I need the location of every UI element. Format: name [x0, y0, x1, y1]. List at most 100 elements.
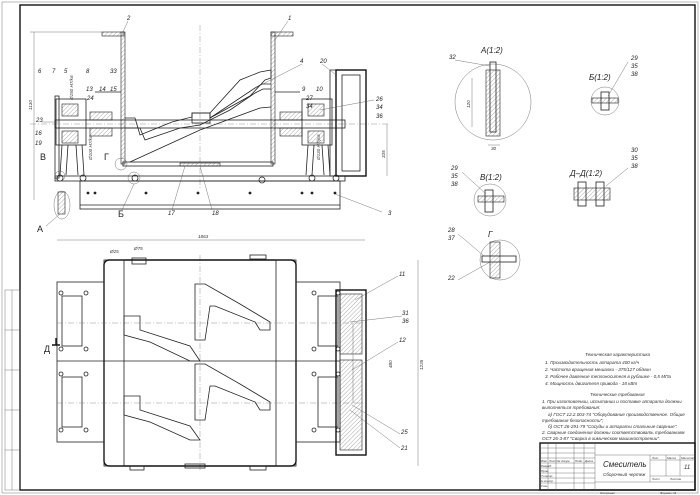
pos-36: 36	[376, 114, 383, 120]
detail-a-dim-2: 30	[491, 146, 497, 151]
detail-a-pos: 32	[449, 55, 456, 61]
drawing-title: Смеситель	[603, 460, 647, 469]
detail-dd-pos-2: 35	[631, 156, 638, 162]
spec-item: 1. Производительность аппарата 400 кг/ч	[545, 360, 640, 365]
tb-sheets: Листов	[669, 477, 681, 481]
requirement-line: 1. При изготовлении, испытании и поставк…	[542, 399, 682, 404]
drawing-frame	[19, 4, 696, 491]
spec-item: 3. Рабочее давление теплоносителя в руба…	[545, 374, 671, 379]
pos-20: 20	[319, 59, 327, 65]
detail-v-pos-2: 35	[451, 174, 458, 180]
dim-d25: Ø25	[109, 249, 119, 254]
dim-width: 1863	[198, 234, 209, 239]
pos-15: 15	[110, 87, 117, 93]
tb-row: Н.контр.	[541, 479, 554, 483]
requirement-line: требования безопасности";	[542, 418, 604, 423]
detail-b: Б(1:2) 29 35 38	[589, 56, 638, 116]
drawing-type: Сборочный чертеж	[603, 471, 646, 477]
detail-dd: Д–Д(1:2) 30 35 38	[569, 148, 638, 207]
left-margin-strip	[4, 289, 21, 491]
detail-v: В(1:2) 29 35 38	[450, 166, 507, 217]
tb-sheet: Лист	[651, 477, 660, 481]
pos-4: 4	[300, 59, 304, 65]
dim-fit-2: Ø100 H7/k6	[88, 135, 93, 161]
plan-view	[52, 239, 419, 471]
pos-18: 18	[212, 211, 219, 217]
dim-fit-3: Ø130 H7/js6	[316, 134, 321, 161]
detail-b-pos-2: 35	[631, 64, 638, 70]
spec-item: 2. Частота вращения мешалки - 375/127 об…	[544, 367, 651, 372]
tb-copied: Копировал	[600, 491, 615, 495]
view-mark-a: А	[37, 224, 43, 234]
detail-g-title: Г	[488, 230, 493, 239]
specs-title: Техническая характеристика	[585, 352, 650, 357]
pos-21: 21	[400, 446, 408, 452]
pos-24: 24	[86, 96, 94, 102]
tb-mass: Масса	[667, 456, 676, 460]
pos-6: 6	[38, 69, 42, 75]
pos-25: 25	[400, 430, 408, 436]
requirement-line: 2. Сварные соединения должны соответство…	[541, 430, 685, 435]
detail-v-pos-3: 38	[451, 182, 458, 188]
pos-19: 19	[35, 141, 42, 147]
spec-item: 4. Мощность двигателя привода - 18 кВт	[545, 381, 637, 386]
detail-v-pos-1: 29	[450, 166, 458, 172]
dim-depth: 1235	[419, 359, 424, 370]
front-section-view	[30, 20, 390, 227]
technical-requirements: Технические требования 1. При изготовлен…	[541, 392, 685, 441]
pos-27: 27	[305, 96, 313, 102]
detail-g: Г 28 37 22	[447, 228, 521, 282]
view-mark-b: Б	[118, 209, 124, 219]
detail-g-pos-3: 22	[447, 276, 455, 282]
tb-format: Формат A1	[660, 491, 677, 495]
pos-2: 2	[126, 16, 131, 22]
tb-scale-value: 11	[684, 465, 690, 471]
pos-13: 13	[86, 87, 93, 93]
dim-d75: Ø75	[133, 246, 143, 251]
pos-5: 5	[64, 69, 68, 75]
tb-col: № докум.	[557, 459, 570, 463]
pos-34b: 34	[376, 105, 383, 111]
pos-36-plan: 36	[402, 319, 409, 325]
requirement-line: а) ГОСТ 12.2.003-74 "Оборудование произв…	[548, 412, 685, 417]
requirement-line: б) ОСТ 26-291-79 "Сосуды и аппараты стал…	[548, 424, 678, 429]
detail-dd-pos-3: 38	[631, 164, 638, 170]
view-mark-v: В	[40, 152, 46, 162]
detail-a: А(1:2) 32 120 30	[449, 46, 532, 151]
detail-g-pos-2: 37	[448, 236, 455, 242]
pos-33: 33	[110, 69, 117, 75]
tb-row: Разраб.	[541, 464, 552, 468]
pos-9: 9	[302, 87, 306, 93]
detail-b-pos-1: 29	[630, 56, 638, 62]
pos-16: 16	[35, 131, 42, 137]
technical-specs: Техническая характеристика 1. Производит…	[544, 352, 671, 386]
front-view-labels: 2 1 4 20 6 7 5 8 33 13 14 15 24 9 10 27 …	[28, 16, 392, 234]
section-mark-d: Д	[44, 344, 50, 354]
detail-b-title: Б(1:2)	[589, 73, 611, 82]
requirement-line: ОСТ 26-3-87 "Сварка в химическом машинос…	[542, 436, 660, 441]
tb-col: Дата	[584, 459, 593, 463]
detail-b-pos-3: 38	[631, 72, 638, 78]
tb-row: Т.контр.	[541, 474, 553, 478]
dim-shaft-spacing: 480	[388, 360, 393, 368]
pos-7: 7	[52, 69, 56, 75]
tb-scale: Масштаб	[681, 456, 695, 460]
tb-col: Изм.	[541, 459, 548, 463]
pos-14: 14	[99, 87, 106, 93]
tb-col: Подп.	[575, 459, 583, 463]
pos-31: 31	[402, 311, 409, 317]
pos-12: 12	[399, 338, 406, 344]
detail-a-dim-1: 120	[466, 100, 471, 108]
pos-10: 10	[316, 87, 323, 93]
pos-3: 3	[388, 211, 392, 217]
pos-23: 23	[35, 118, 43, 124]
detail-dd-pos-1: 30	[631, 148, 638, 154]
pos-11: 11	[399, 272, 405, 278]
title-block: Изм. Лист № докум. Подп. Дата Разраб. Пр…	[539, 442, 696, 495]
pos-8: 8	[86, 69, 90, 75]
detail-v-title: В(1:2)	[480, 173, 502, 182]
view-mark-g: Г	[104, 152, 109, 162]
detail-g-pos-1: 28	[447, 228, 455, 234]
